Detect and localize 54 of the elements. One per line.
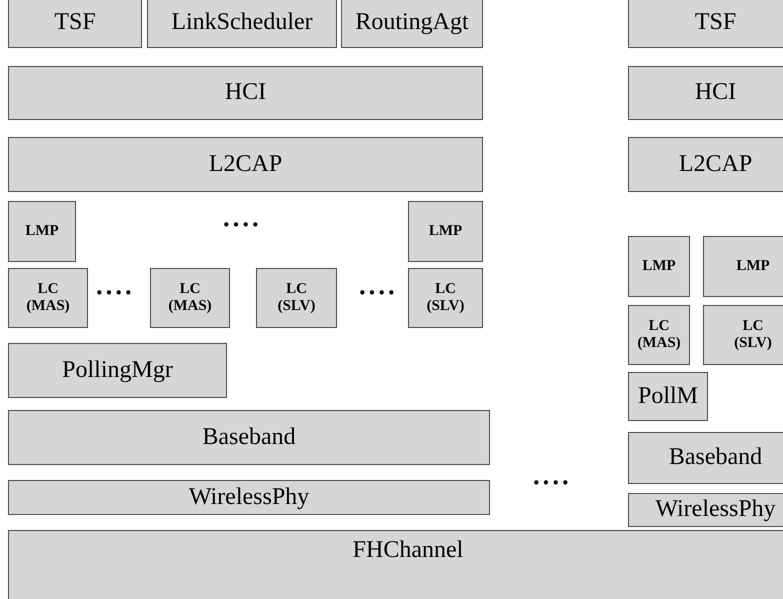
layer-box xyxy=(8,343,227,398)
ellipsis: ···· xyxy=(222,212,261,238)
layer-name: LMP xyxy=(428,222,462,240)
layer-name: LC (SLV) xyxy=(278,280,316,316)
layer-name: PollingMgr xyxy=(62,356,173,384)
layer-name: LC (MAS) xyxy=(26,280,70,316)
layer-box xyxy=(341,0,483,48)
layer-box xyxy=(628,66,783,120)
layer-name: FHChannel xyxy=(352,537,464,565)
layer-name: LMP xyxy=(25,222,59,240)
layer-name: Baseband xyxy=(668,444,762,472)
layer-name: HCI xyxy=(224,79,266,107)
layer-name: LC (SLV) xyxy=(734,318,772,352)
layer-name: TSF xyxy=(54,9,96,37)
module-box xyxy=(408,268,483,328)
ellipsis: ···· xyxy=(532,470,571,496)
layer-box xyxy=(628,432,783,484)
layer-name: Baseband xyxy=(202,424,296,452)
layer-name: PollM xyxy=(638,382,698,410)
module-box xyxy=(8,201,76,262)
ellipsis: ···· xyxy=(358,280,397,306)
layer-name: WirelessPhy xyxy=(188,484,310,512)
layer-name: L2CAP xyxy=(208,150,282,178)
module-box xyxy=(628,305,690,365)
layer-box xyxy=(628,137,783,192)
module-box xyxy=(256,268,337,328)
layer-box xyxy=(147,0,337,48)
layer-name: RoutingAgt xyxy=(355,9,469,37)
module-box xyxy=(628,236,690,297)
module-box xyxy=(703,305,783,365)
layer-box xyxy=(8,137,483,192)
module-box xyxy=(8,268,88,328)
layer-box xyxy=(8,0,142,48)
layer-name: LC (MAS) xyxy=(168,280,212,316)
layer-name: LMP xyxy=(736,258,770,276)
layer-name: LMP xyxy=(642,258,676,276)
layer-box xyxy=(628,493,783,527)
layer-name: LinkScheduler xyxy=(171,9,313,37)
module-box xyxy=(408,201,483,262)
layer-name: HCI xyxy=(694,79,736,107)
layer-name: TSF xyxy=(694,9,736,37)
layer-name: LC (SLV) xyxy=(426,280,464,316)
layer-name: L2CAP xyxy=(678,150,752,178)
channel-box xyxy=(8,530,783,599)
layer-box xyxy=(8,410,490,465)
module-box xyxy=(703,236,783,297)
module-box xyxy=(150,268,230,328)
layer-box xyxy=(628,372,708,421)
layer-box xyxy=(8,66,483,120)
layer-name: LC (MAS) xyxy=(637,318,681,352)
ellipsis: ···· xyxy=(95,280,134,306)
layer-box xyxy=(628,0,783,48)
layer-name: WirelessPhy xyxy=(655,496,776,524)
layer-box xyxy=(8,480,490,515)
